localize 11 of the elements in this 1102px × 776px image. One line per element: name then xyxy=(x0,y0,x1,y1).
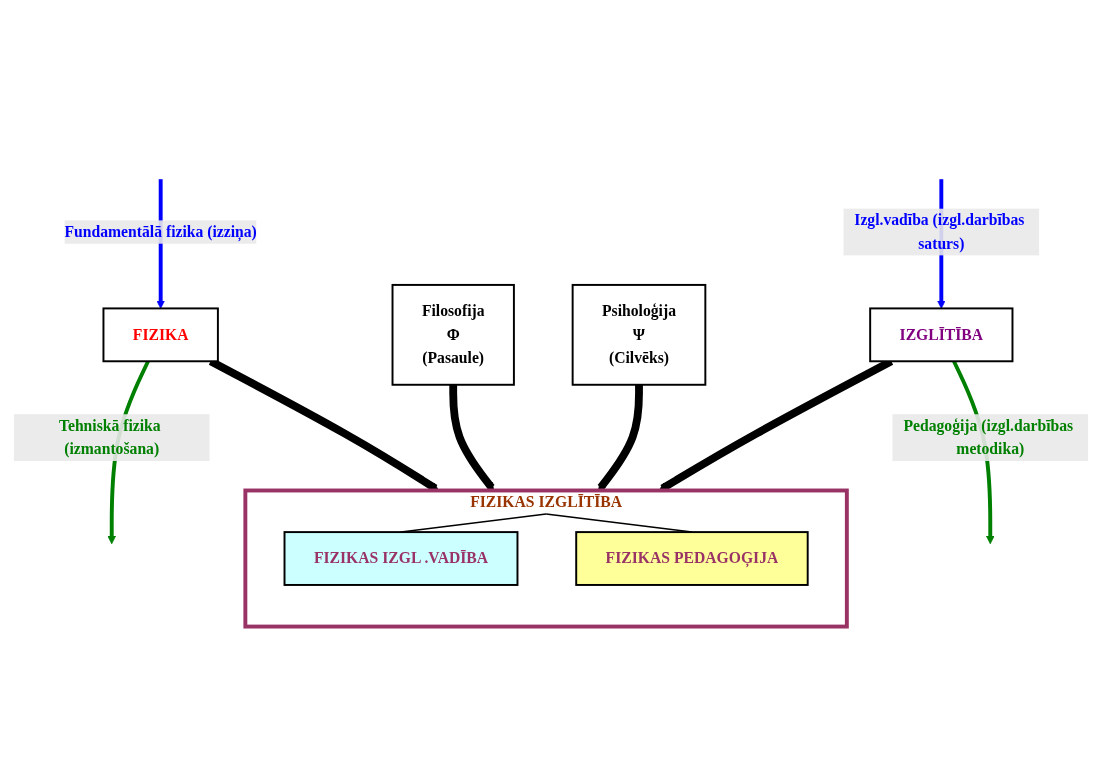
process-box: FIZIKAS PEDAGOĢIJA xyxy=(575,530,809,586)
diagram: Fundamentālā fizika (izziņa) Tehniskā fizika (izmantošana) Izgl.vadība (izgl.darbības saturs) Pedagoģija (izgl.darbības metodika) FIZIKAS IZGLĪTĪBA FIZIKAS IZGL .VADĪBA FIZIKAS PEDAGOĢIJA FIZIKA Filosofija Φ (Pasaule) Psiholoģija Ψ (Cilvēks) IZGLĪTĪBA xyxy=(6,141,1096,635)
arrow xyxy=(449,384,495,491)
connector-line xyxy=(400,513,547,533)
process-box: Psiholoģija Ψ (Cilvēks) xyxy=(571,283,707,386)
connector-line xyxy=(545,513,693,533)
process-box: FIZIKA xyxy=(102,307,219,363)
process-box: IZGLĪTĪBA xyxy=(869,307,1014,363)
arrow xyxy=(597,384,643,491)
process-box: FIZIKAS IZGL .VADĪBA xyxy=(283,530,519,586)
process-box: Filosofija Φ (Pasaule) xyxy=(391,283,515,386)
